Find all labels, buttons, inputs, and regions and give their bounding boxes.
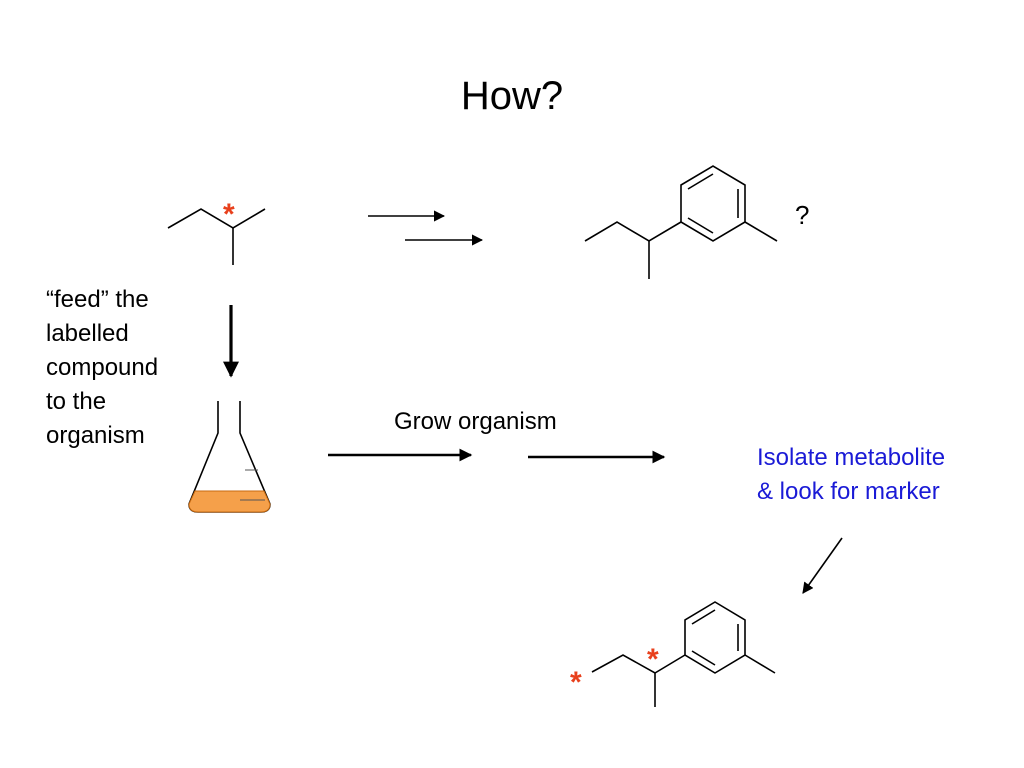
label-marker-product-end: * (570, 666, 582, 699)
labelled-product-molecule (591, 601, 776, 707)
product-molecule (584, 165, 778, 279)
slide-title: How? (460, 74, 564, 118)
label-marker-product-branch: * (647, 643, 659, 676)
grow-organism-label: Grow organism (394, 408, 557, 435)
feed-instruction-text: “feed” the labelled compound to the orga… (46, 286, 159, 449)
precursor-molecule (167, 208, 266, 265)
isolate-metabolite-text: Isolate metabolite & look for marker (757, 444, 946, 505)
conical-flask-icon (188, 401, 271, 513)
isolate-arrow (802, 537, 843, 594)
label-marker-precursor: * (223, 198, 235, 231)
unknown-pathway-question-mark: ? (795, 200, 810, 230)
